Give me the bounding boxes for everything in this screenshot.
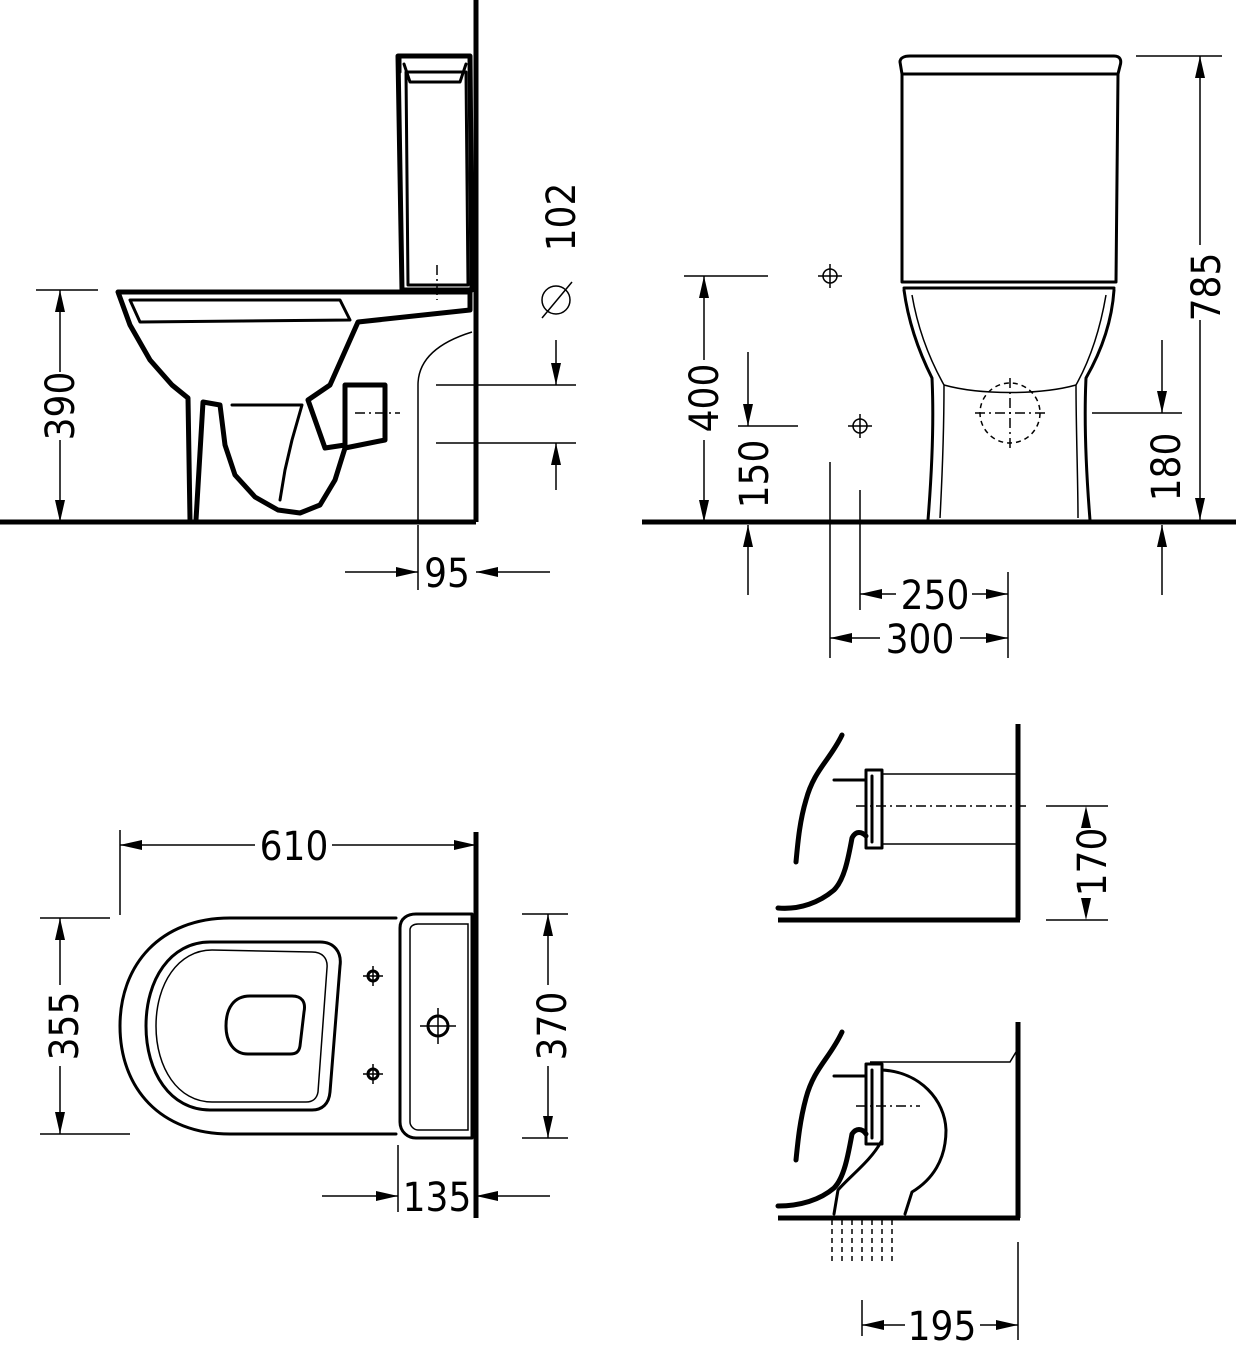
arrow-head bbox=[986, 633, 1008, 643]
side-view: 390 95 102 bbox=[0, 0, 585, 597]
dim-180: 180 bbox=[1144, 433, 1190, 502]
arrow-head bbox=[860, 589, 882, 599]
tank-top-inner bbox=[409, 923, 469, 1131]
arrow-head bbox=[55, 1112, 65, 1134]
bowl-trap bbox=[775, 830, 869, 911]
arrow-head bbox=[1081, 898, 1091, 920]
pedestal-back bbox=[417, 331, 473, 520]
dim-135: 135 bbox=[403, 1175, 472, 1221]
cistern-inner bbox=[402, 62, 470, 287]
seat-outline bbox=[144, 940, 342, 1112]
dim-785: 785 bbox=[1184, 253, 1230, 322]
arrow-head bbox=[476, 567, 498, 577]
plan-view: 610 355 370 135 bbox=[40, 824, 576, 1221]
cistern-lid bbox=[398, 54, 472, 74]
dim-400: 400 bbox=[682, 364, 728, 433]
arrow-head bbox=[743, 525, 753, 547]
arrow-head bbox=[1157, 391, 1167, 413]
bowl-rim bbox=[128, 298, 352, 324]
seat-inner bbox=[155, 949, 328, 1103]
bowl-trap bbox=[230, 403, 304, 502]
dim-170: 170 bbox=[1070, 828, 1116, 897]
arrow-head bbox=[830, 633, 852, 643]
arrow-head bbox=[454, 840, 476, 850]
outlet-connector bbox=[864, 768, 884, 850]
arrow-head bbox=[1157, 525, 1167, 547]
arrow-head bbox=[120, 840, 142, 850]
arrow-head bbox=[1195, 498, 1205, 520]
bowl-outline bbox=[115, 289, 473, 523]
dim-102: 102 bbox=[539, 183, 585, 252]
dim-250: 250 bbox=[901, 573, 970, 619]
arrow-head bbox=[55, 290, 65, 312]
dim-195: 195 bbox=[908, 1304, 977, 1346]
arrow-head bbox=[862, 1320, 884, 1330]
dim-390: 390 bbox=[38, 372, 84, 441]
arrow-head bbox=[543, 914, 553, 936]
arrow-head bbox=[551, 443, 561, 465]
bend-top bbox=[870, 1051, 1017, 1063]
dim-300: 300 bbox=[886, 617, 955, 663]
bowl-opening bbox=[224, 994, 306, 1056]
arrow-head bbox=[996, 1320, 1018, 1330]
horizontal-outlet-detail: 170 bbox=[775, 724, 1116, 923]
cistern-lid bbox=[898, 54, 1123, 76]
arrow-head bbox=[55, 918, 65, 940]
floor-pipe-hidden bbox=[831, 1220, 893, 1262]
diameter-symbol bbox=[541, 285, 571, 315]
cistern-outline bbox=[395, 53, 475, 293]
arrow-head bbox=[396, 567, 418, 577]
dim-370: 370 bbox=[530, 992, 576, 1061]
dim-150: 150 bbox=[732, 440, 778, 509]
tank-top bbox=[398, 912, 474, 1140]
arrow-head bbox=[55, 500, 65, 522]
outlet-connector bbox=[864, 1062, 884, 1146]
arrow-head bbox=[476, 1191, 498, 1201]
arrow-head bbox=[699, 276, 709, 298]
arrow-head bbox=[1195, 56, 1205, 78]
arrow-head bbox=[1081, 806, 1091, 828]
dim-95: 95 bbox=[424, 551, 470, 597]
outlet-bend bbox=[832, 1068, 948, 1216]
arrow-head bbox=[551, 363, 561, 385]
bowl-profile bbox=[793, 1029, 845, 1163]
arrow-head bbox=[986, 589, 1008, 599]
arrow-head bbox=[699, 500, 709, 522]
arrow-head bbox=[543, 1116, 553, 1138]
vertical-outlet-detail: 195 bbox=[775, 1022, 1021, 1346]
front-view: 400 150 785 180 250 300 bbox=[642, 54, 1236, 663]
pedestal-inner bbox=[911, 294, 1107, 519]
arrow-head bbox=[743, 404, 753, 426]
diameter-symbol-slash bbox=[541, 281, 573, 319]
pedestal-outline bbox=[902, 288, 1116, 522]
dim-355: 355 bbox=[42, 992, 88, 1061]
bowl-trap bbox=[775, 1127, 869, 1209]
arrow-head bbox=[376, 1191, 398, 1201]
bowl-profile bbox=[793, 732, 845, 865]
outlet-pipe bbox=[882, 773, 1016, 845]
dim-610: 610 bbox=[260, 824, 329, 870]
bowl-outline bbox=[118, 916, 398, 1136]
cistern-body bbox=[900, 72, 1120, 284]
